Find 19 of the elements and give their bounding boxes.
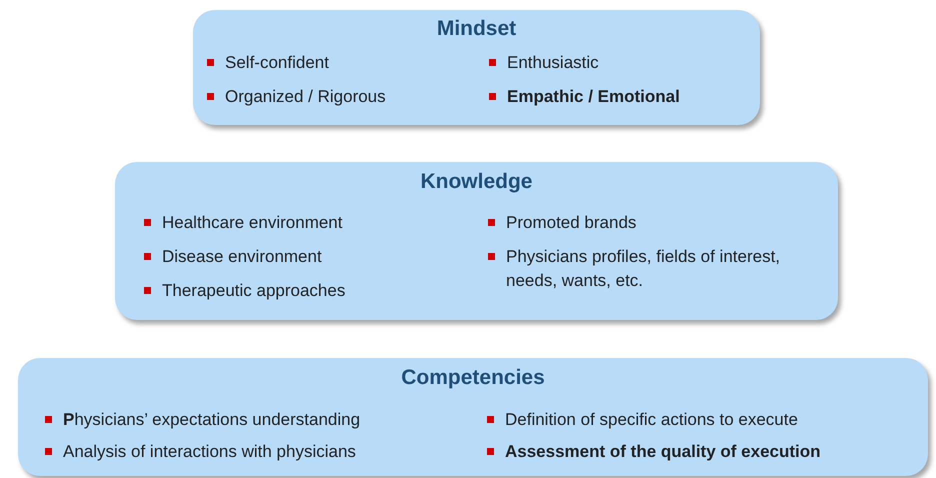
panel-heading: Knowledge bbox=[419, 169, 534, 195]
category-panel bbox=[193, 10, 760, 125]
list-item-text: Enthusiastic bbox=[507, 52, 599, 74]
panel-heading: Competencies bbox=[400, 365, 546, 391]
list-item-text: Analysis of interactions with physicians bbox=[63, 441, 356, 463]
list-item-text: Definition of specific actions to execute bbox=[505, 409, 798, 431]
list-item-text: Empathic / Emotional bbox=[507, 86, 680, 108]
list-item-text: Assessment of the quality of execution bbox=[505, 441, 821, 463]
category-panel bbox=[18, 358, 928, 476]
list-item-text: Therapeutic approaches bbox=[162, 280, 346, 302]
category-panel bbox=[115, 162, 838, 320]
list-item-text: Promoted brands bbox=[506, 212, 636, 234]
list-item-text: Organized / Rigorous bbox=[225, 86, 386, 108]
list-item-text: Physicians profiles, fields of interest, needs, wants, etc. bbox=[506, 246, 782, 292]
panel-heading: Mindset bbox=[436, 16, 518, 42]
list-item-text: Physicians’ expectations understanding bbox=[63, 409, 360, 431]
list-item-text: Disease environment bbox=[162, 246, 322, 268]
list-item-text: Healthcare environment bbox=[162, 212, 342, 234]
list-item-text: Self-confident bbox=[225, 52, 329, 74]
